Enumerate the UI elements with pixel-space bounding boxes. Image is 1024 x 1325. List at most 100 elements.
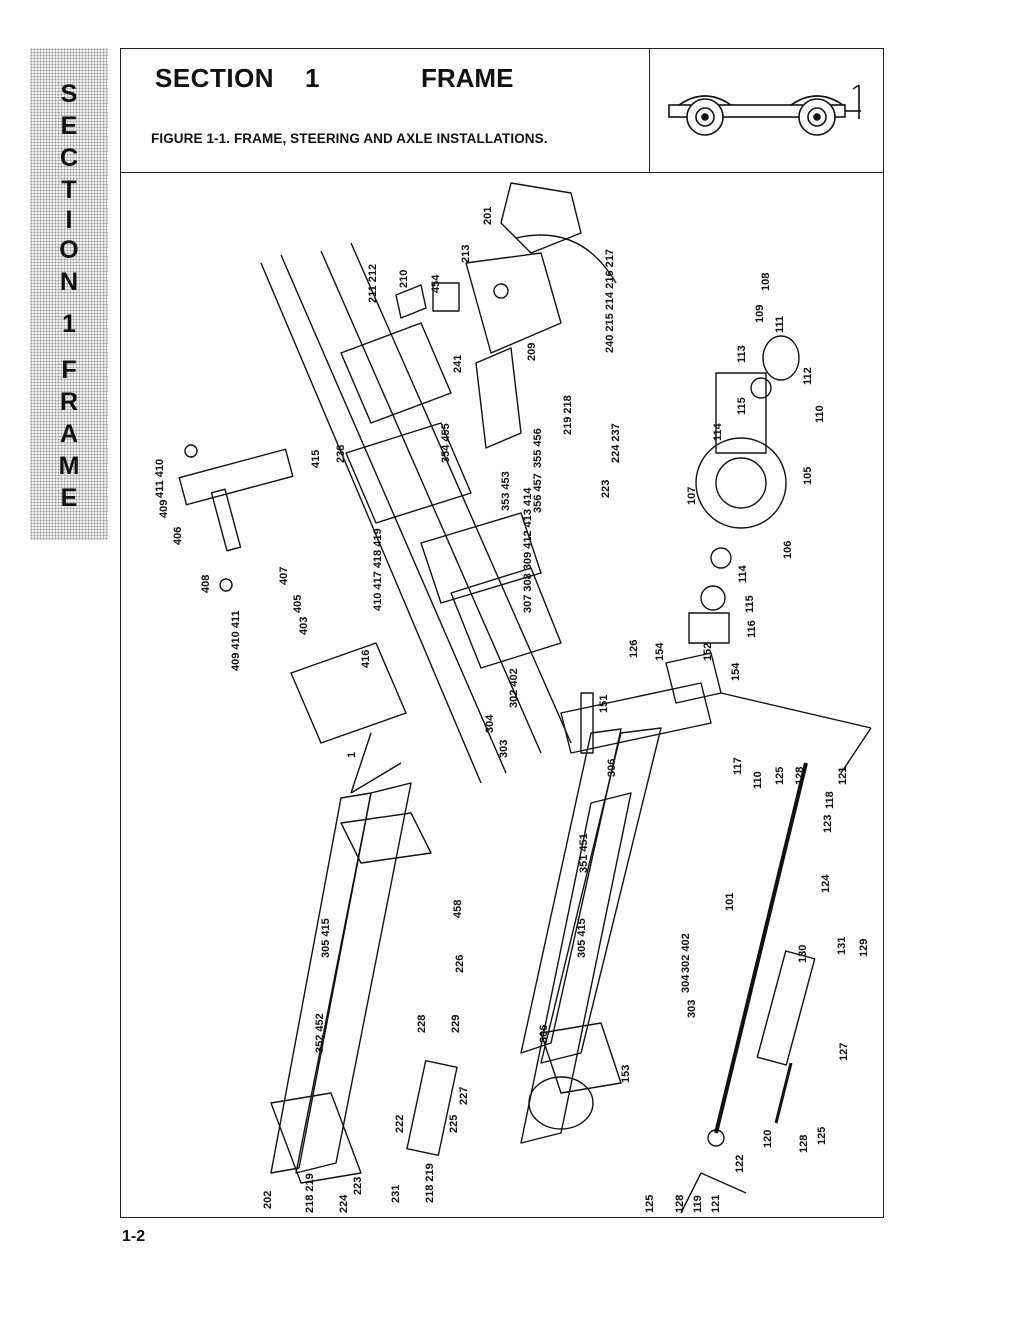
part-label: 211 212 [367, 264, 379, 303]
part-label: 229 [450, 1015, 462, 1033]
part-label: 306 [606, 759, 618, 777]
section-side-tab: S E C T I O N 1 F R A M E [30, 48, 108, 540]
part-label: 114 [737, 564, 749, 583]
part-label: 101 [724, 893, 736, 911]
figure-header: SECTION 1 FRAME FIGURE 1-1. FRAME, STEER… [121, 49, 883, 173]
part-label: 151 [598, 695, 610, 713]
part-label: 111 [774, 316, 786, 333]
part-label: 403 [298, 617, 310, 635]
front-axle-beam [540, 727, 662, 1064]
tie-rod [714, 762, 808, 1134]
part-label: 201 [482, 207, 494, 225]
frame-rail-line [350, 242, 572, 744]
part-label: 353 453 [500, 471, 512, 511]
part-label: 105 [802, 467, 814, 485]
frame-bracket [420, 512, 542, 604]
part-label: 225 [448, 1115, 460, 1133]
part-label: 116 [746, 620, 758, 638]
leader-line [840, 727, 872, 774]
cylinder-rod [210, 488, 242, 552]
part-label: 303 [686, 1000, 698, 1018]
tongue-yoke [465, 252, 562, 354]
steering-cylinder-left [406, 1059, 458, 1157]
side-letter: T [61, 176, 77, 204]
leader-line [700, 1172, 747, 1194]
part-label: 223 [352, 1177, 364, 1195]
part-label: 115 [736, 397, 748, 415]
tongue-bar [475, 347, 522, 449]
section-label: SECTION [155, 63, 275, 93]
figure-frame: SECTION 1 FRAME FIGURE 1-1. FRAME, STEER… [120, 48, 884, 1218]
bushing [432, 282, 460, 312]
part-label: 128 [674, 1195, 686, 1213]
part-label: 407 [278, 567, 290, 585]
knuckle-arm [560, 682, 712, 754]
part-label: 454 [430, 274, 442, 293]
part-label: 222 [394, 1115, 406, 1133]
part-label: 409 410 411 [230, 610, 242, 671]
hub-cap [762, 335, 800, 381]
part-label: 303 [498, 740, 510, 758]
part-label: 124 [820, 874, 832, 893]
frame-rail-line [280, 254, 507, 774]
middle-axle-beam [520, 792, 632, 1144]
part-label: 108 [760, 273, 772, 291]
side-letter: R [59, 388, 79, 416]
part-label: 408 [200, 575, 212, 593]
part-label: 122 [734, 1155, 746, 1173]
steering-cylinder [756, 950, 816, 1066]
part-labels: 211 212 210 454 213 201 240 215 214 216 … [154, 207, 870, 1213]
part-label: 154 [654, 642, 666, 661]
bearing [750, 377, 772, 399]
part-label: 218 219 [424, 1163, 436, 1203]
frame-crossmember [340, 322, 452, 424]
part-label: 115 [744, 595, 756, 613]
part-label: 228 [416, 1015, 428, 1033]
cylinder-pin [184, 444, 198, 458]
part-label: 415 [310, 450, 322, 468]
page-number: 1-2 [122, 1228, 146, 1245]
rear-knuckle [270, 1092, 362, 1184]
part-label: 209 [526, 343, 538, 361]
side-letter: I [65, 206, 73, 234]
part-label: 213 [460, 245, 472, 263]
axle-bracket [540, 1022, 622, 1094]
part-label: 405 [292, 595, 304, 613]
exploded-parts-diagram: 211 212 210 454 213 201 240 215 214 216 … [154, 182, 872, 1214]
part-label: 113 [736, 345, 748, 363]
side-letter: E [60, 484, 78, 512]
leader-line [350, 732, 372, 794]
figure-caption: FIGURE 1-1. FRAME, STEERING AND AXLE INS… [151, 131, 548, 146]
steering-cylinder-rod [774, 1062, 793, 1124]
part-label: 153 [620, 1065, 632, 1083]
part-label: 224 [338, 1194, 350, 1213]
part-label: 302 402 [508, 668, 520, 708]
part-label: 120 [762, 1130, 774, 1148]
leader-line [720, 692, 872, 729]
leader-line [350, 762, 402, 794]
part-label: 240 215 214 216 217 [604, 249, 616, 353]
part-label: 238 [335, 445, 347, 463]
section-name: FRAME [421, 63, 514, 93]
part-label: 109 [754, 305, 766, 323]
side-letter: E [60, 112, 78, 140]
part-label: 307 308 309 412 413 414 [522, 487, 534, 613]
part-label: 127 [838, 1043, 850, 1061]
part-label: 410 417 418 419 [372, 528, 384, 611]
tongue-bracket [500, 182, 582, 254]
side-letter: F [61, 356, 77, 384]
frame-bracket [450, 567, 562, 669]
wheel-hub [695, 437, 787, 529]
part-label: 302 402 [680, 933, 692, 973]
part-label: 226 [454, 955, 466, 973]
part-label: 126 [628, 640, 640, 658]
frame-crossmember [290, 642, 407, 744]
part-label: 351 451 [578, 833, 590, 873]
side-letter: 1 [62, 310, 76, 338]
rear-axle-beam [295, 782, 412, 1174]
part-label: 128 [794, 767, 806, 785]
part-label: 112 [802, 367, 814, 385]
axle-hub [528, 1076, 594, 1130]
seal [700, 585, 726, 611]
part-label: 218 219 [304, 1173, 316, 1213]
